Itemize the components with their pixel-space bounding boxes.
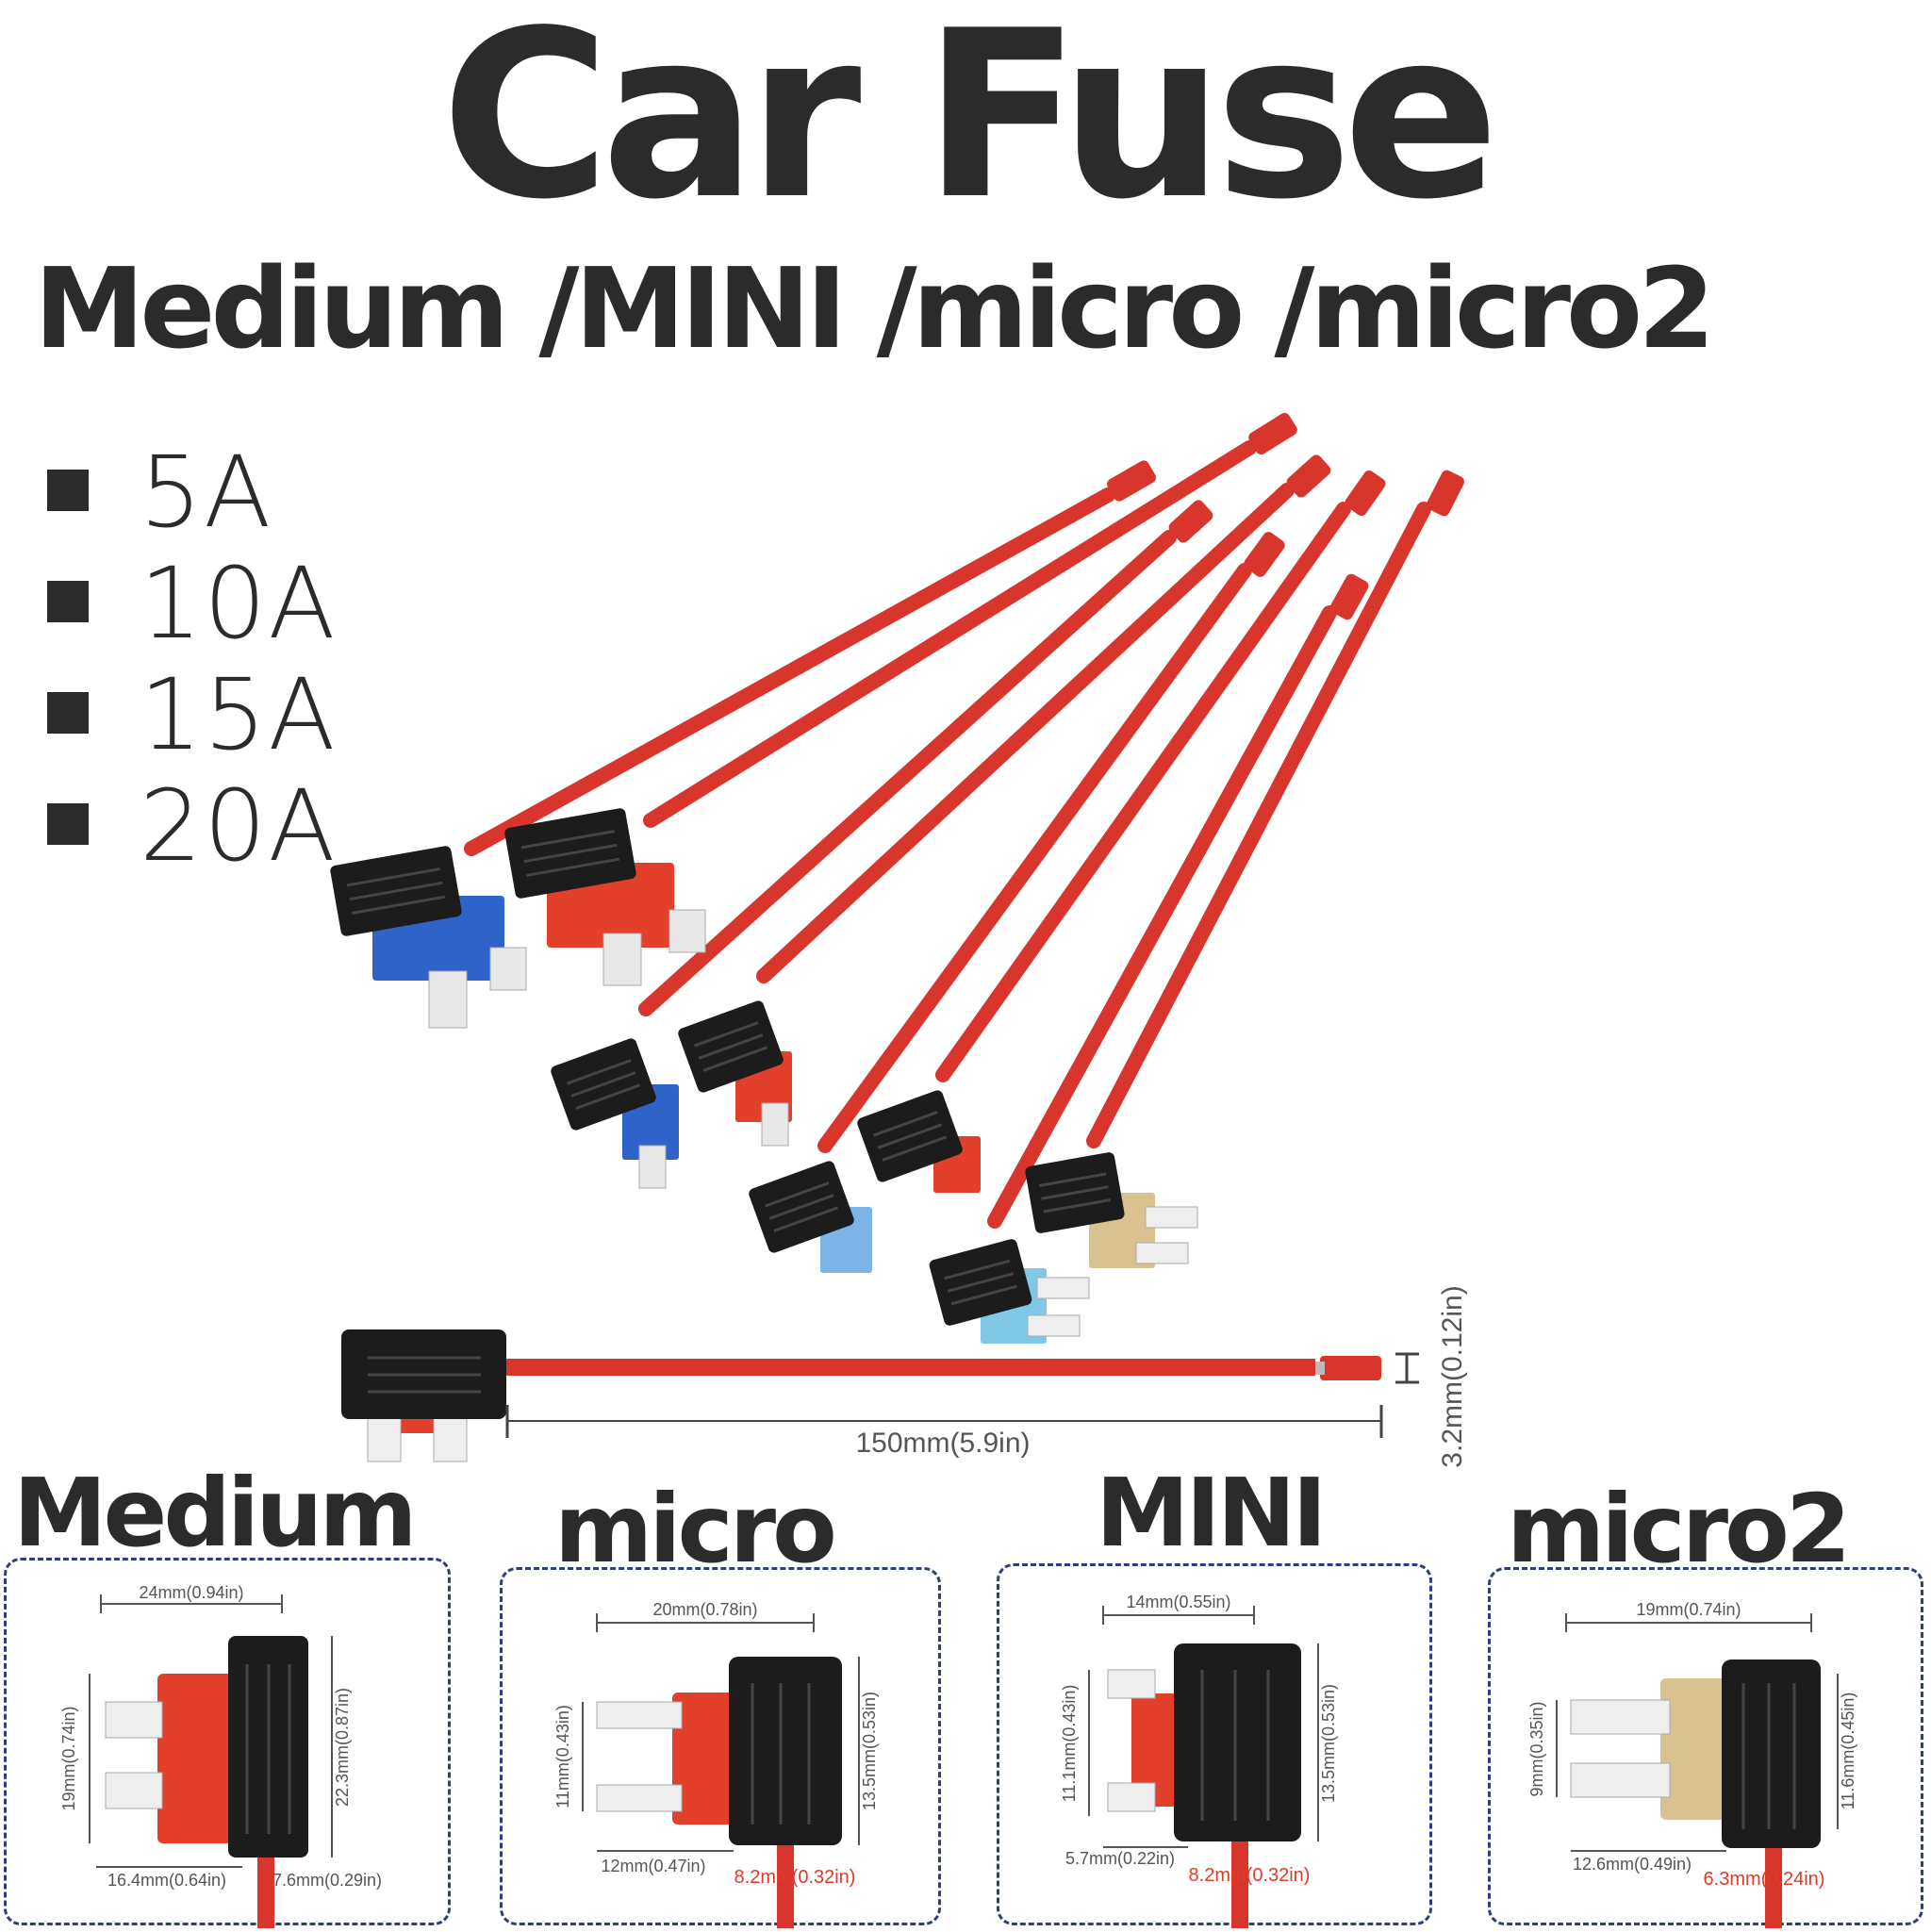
medium-fuse-red bbox=[502, 805, 706, 986]
cable-diameter-label: 3.2mm(0.12in) bbox=[1437, 1285, 1468, 1467]
micro2-diagram: 19mm(0.74in) 9mm(0.35in) 11.6mm(0.45in) … bbox=[1527, 1600, 1857, 1928]
medium-diagram: 24mm(0.94in) 19mm(0.74in) 22.3mm(0.87in)… bbox=[59, 1583, 382, 1928]
micro-width-label: 20mm(0.78in) bbox=[652, 1600, 757, 1619]
mini-height-label: 11.1mm(0.43in) bbox=[1060, 1685, 1079, 1803]
wire-bundle bbox=[464, 440, 1431, 1229]
medium-panel: 24mm(0.94in) 19mm(0.74in) 22.3mm(0.87in)… bbox=[4, 1558, 451, 1928]
page-title: Car Fuse bbox=[440, 0, 1500, 250]
micro2-height-label: 9mm(0.35in) bbox=[1527, 1701, 1546, 1796]
bullet-icon bbox=[47, 803, 89, 845]
bullet-icon bbox=[47, 692, 89, 734]
single-fuse-diagram bbox=[341, 1329, 1419, 1462]
mini-thickness-label: 8.2mm(0.32in) bbox=[1189, 1865, 1311, 1886]
medium-title: Medium bbox=[13, 1458, 418, 1568]
micro2-fuse-tan bbox=[1022, 1149, 1198, 1268]
micro-thickness-label: 8.2mm(0.32in) bbox=[734, 1867, 856, 1888]
mini-fuse-red-small bbox=[854, 1087, 981, 1193]
micro2-panel: 19mm(0.74in) 9mm(0.35in) 11.6mm(0.45in) … bbox=[1488, 1567, 1923, 1928]
medium-bottom-label: 16.4mm(0.64in) bbox=[107, 1871, 226, 1890]
wire-tips bbox=[1107, 412, 1464, 620]
cable-length-label: 150mm(5.9in) bbox=[855, 1428, 1030, 1459]
medium-holder-height-label: 22.3mm(0.87in) bbox=[333, 1688, 352, 1807]
micro-holder-height-label: 13.5mm(0.53in) bbox=[860, 1692, 879, 1810]
medium-width-label: 24mm(0.94in) bbox=[139, 1583, 243, 1602]
amperage-label: 15A bbox=[140, 657, 338, 772]
medium-height-label: 19mm(0.74in) bbox=[59, 1706, 78, 1810]
micro-fuse-blue bbox=[548, 1035, 679, 1189]
mini-panel: 14mm(0.55in) 11.1mm(0.43in) 13.5mm(0.53i… bbox=[997, 1563, 1432, 1928]
amperage-label: 10A bbox=[140, 546, 338, 661]
mini-diagram: 14mm(0.55in) 11.1mm(0.43in) 13.5mm(0.53i… bbox=[1060, 1593, 1338, 1928]
medium-thickness-label: 7.6mm(0.29in) bbox=[272, 1871, 382, 1890]
mini-title: MINI bbox=[1096, 1458, 1328, 1568]
page-subtitle: Medium /MINI /micro /micro2 bbox=[34, 243, 1715, 373]
micro2-width-label: 19mm(0.74in) bbox=[1636, 1600, 1741, 1619]
micro2-thickness-label: 6.3mm(0.24in) bbox=[1704, 1869, 1825, 1890]
medium-fuse-blue bbox=[327, 843, 527, 1029]
bullet-icon bbox=[47, 581, 89, 622]
micro2-fuse-lightblue bbox=[926, 1236, 1090, 1344]
micro-panel: 20mm(0.78in) 11mm(0.43in) 13.5mm(0.53in)… bbox=[500, 1567, 941, 1928]
mini-holder-height-label: 13.5mm(0.53in) bbox=[1319, 1684, 1338, 1803]
micro2-title: micro2 bbox=[1507, 1474, 1851, 1584]
amperage-label: 20A bbox=[140, 768, 338, 883]
mini-width-label: 14mm(0.55in) bbox=[1126, 1593, 1230, 1611]
micro-fuse-lightblue bbox=[746, 1158, 872, 1273]
mini-bottom-label: 5.7mm(0.22in) bbox=[1065, 1849, 1175, 1868]
micro2-bottom-label: 12.6mm(0.49in) bbox=[1573, 1855, 1692, 1874]
mini-fuse-red bbox=[675, 998, 792, 1147]
micro2-holder-height-label: 11.6mm(0.45in) bbox=[1839, 1693, 1857, 1810]
micro-bottom-label: 12mm(0.47in) bbox=[601, 1857, 705, 1875]
bullet-icon bbox=[47, 470, 89, 511]
amperage-label: 5A bbox=[140, 435, 273, 550]
micro-diagram: 20mm(0.78in) 11mm(0.43in) 13.5mm(0.53in)… bbox=[553, 1600, 879, 1928]
micro-title: micro bbox=[554, 1474, 837, 1584]
micro-height-label: 11mm(0.43in) bbox=[553, 1705, 572, 1808]
